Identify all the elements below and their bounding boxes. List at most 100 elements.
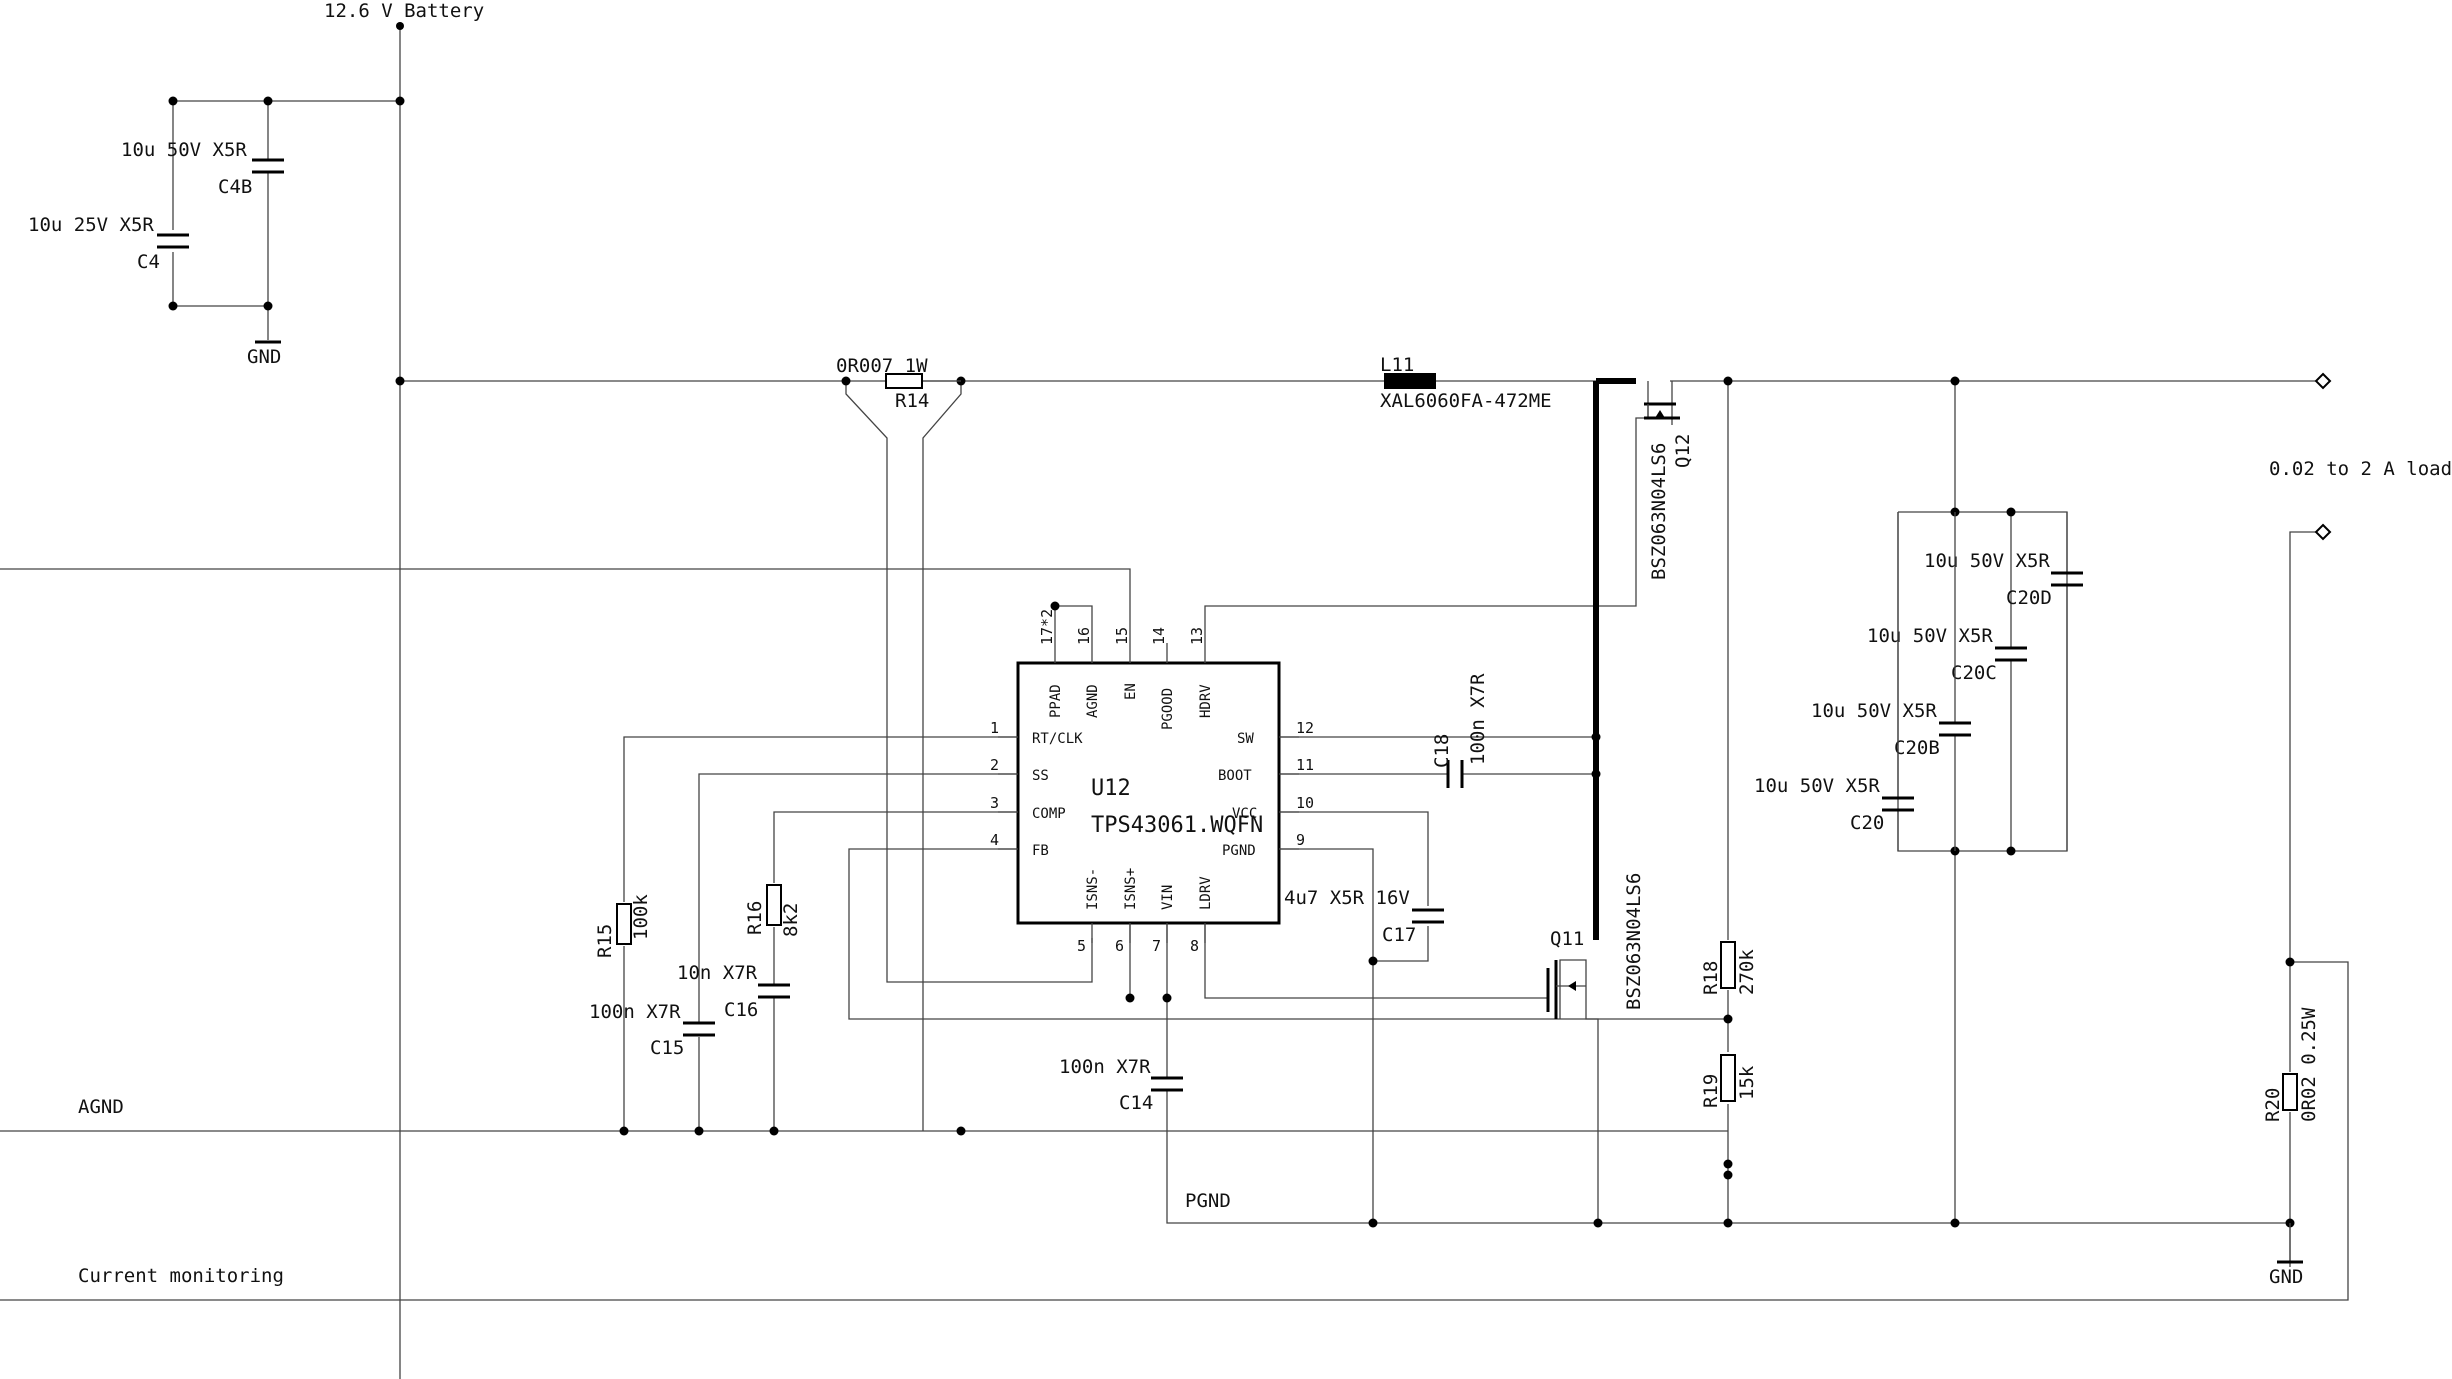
output-terminal-top xyxy=(2314,372,2332,390)
svg-text:C14: C14 xyxy=(1119,1092,1153,1114)
svg-text:C20C: C20C xyxy=(1951,662,1997,684)
svg-text:XAL6060FA-472ME: XAL6060FA-472ME xyxy=(1380,390,1552,412)
svg-text:C20: C20 xyxy=(1850,812,1884,834)
ic-part: TPS43061.WQFN xyxy=(1091,813,1263,838)
capacitor-c17: 4u7 X5R 16V C17 xyxy=(1284,887,1444,946)
resistor-r15: R15 100k xyxy=(594,894,652,958)
svg-text:R19: R19 xyxy=(1700,1074,1722,1108)
svg-text:8: 8 xyxy=(1190,937,1199,955)
svg-text:COMP: COMP xyxy=(1032,806,1066,822)
svg-text:C4: C4 xyxy=(137,251,160,273)
svg-text:Q12: Q12 xyxy=(1672,434,1694,468)
capacitor-c4: 10u 25V X5R C4 xyxy=(28,214,189,273)
svg-text:C20D: C20D xyxy=(2006,587,2052,609)
svg-text:10n X7R: 10n X7R xyxy=(677,962,758,984)
resistor-r19: R19 15k xyxy=(1700,1054,1758,1108)
svg-text:SW: SW xyxy=(1237,731,1254,747)
svg-text:PPAD: PPAD xyxy=(1048,684,1064,718)
svg-text:ISNS+: ISNS+ xyxy=(1123,868,1139,910)
output-terminal-bottom xyxy=(2314,523,2332,541)
mosfet-q12: BSZ063N04LS6 Q12 xyxy=(1644,402,1694,580)
junction-dots xyxy=(168,96,2295,1228)
svg-text:VCC: VCC xyxy=(1232,806,1257,822)
svg-text:10: 10 xyxy=(1296,794,1314,812)
capacitor-c16: 10n X7R C16 xyxy=(677,962,790,1021)
svg-text:0R02 0.25W: 0R02 0.25W xyxy=(2298,1007,2320,1122)
svg-text:R20: R20 xyxy=(2262,1088,2284,1122)
svg-text:R14: R14 xyxy=(895,390,929,412)
svg-text:3: 3 xyxy=(990,794,999,812)
svg-text:RT/CLK: RT/CLK xyxy=(1032,731,1083,747)
svg-text:AGND: AGND xyxy=(1085,684,1101,718)
svg-text:HDRV: HDRV xyxy=(1198,684,1214,718)
svg-text:BSZ063N04LS6: BSZ063N04LS6 xyxy=(1623,873,1645,1010)
capacitor-c20: 10u 50V X5R C20 xyxy=(1754,512,1914,851)
svg-text:1: 1 xyxy=(990,719,999,737)
svg-text:R16: R16 xyxy=(744,901,766,935)
svg-text:14: 14 xyxy=(1150,627,1168,645)
pgnd-label: PGND xyxy=(1185,1190,1231,1212)
svg-text:C4B: C4B xyxy=(218,176,252,198)
gnd-left-label: GND xyxy=(247,346,281,368)
svg-text:12: 12 xyxy=(1296,719,1314,737)
svg-text:PGND: PGND xyxy=(1222,843,1256,859)
svg-text:270k: 270k xyxy=(1736,949,1758,995)
svg-text:16: 16 xyxy=(1075,627,1093,645)
capacitor-c4b: 10u 50V X5R C4B xyxy=(121,139,284,198)
gnd-right-label: GND xyxy=(2269,1266,2303,1288)
gnd-symbol-left: GND xyxy=(247,340,281,368)
svg-text:C17: C17 xyxy=(1382,924,1416,946)
svg-text:10u 50V X5R: 10u 50V X5R xyxy=(1811,700,1937,722)
svg-text:4u7 X5R 16V: 4u7 X5R 16V xyxy=(1284,887,1410,909)
svg-text:10u 25V X5R: 10u 25V X5R xyxy=(28,214,154,236)
capacitor-c20c: 10u 50V X5R C20C xyxy=(1867,625,2027,684)
svg-text:5: 5 xyxy=(1077,937,1086,955)
svg-text:EN: EN xyxy=(1123,683,1139,700)
svg-text:C16: C16 xyxy=(724,999,758,1021)
svg-text:BSZ063N04LS6: BSZ063N04LS6 xyxy=(1648,443,1670,580)
svg-text:17*2: 17*2 xyxy=(1038,609,1056,645)
svg-text:0R007 1W: 0R007 1W xyxy=(836,355,928,377)
svg-text:11: 11 xyxy=(1296,756,1314,774)
svg-text:10u 50V X5R: 10u 50V X5R xyxy=(1754,775,1880,797)
gnd-symbol-right: GND xyxy=(2269,1223,2303,1288)
svg-text:15: 15 xyxy=(1113,627,1131,645)
svg-text:100n X7R: 100n X7R xyxy=(589,1001,681,1023)
svg-text:SS: SS xyxy=(1032,768,1049,784)
svg-text:LDRV: LDRV xyxy=(1198,876,1214,910)
svg-text:L11: L11 xyxy=(1380,354,1414,376)
svg-text:100n X7R: 100n X7R xyxy=(1059,1056,1151,1078)
svg-text:C20B: C20B xyxy=(1894,737,1940,759)
capacitor-c15: 100n X7R C15 xyxy=(589,1001,715,1059)
svg-text:C15: C15 xyxy=(650,1037,684,1059)
svg-text:FB: FB xyxy=(1032,843,1049,859)
ic-name: U12 xyxy=(1091,776,1131,801)
svg-text:VIN: VIN xyxy=(1160,885,1176,910)
current-monitoring-label: Current monitoring xyxy=(78,1265,284,1287)
svg-text:R18: R18 xyxy=(1700,961,1722,995)
battery-label: 12.6 V Battery xyxy=(324,0,484,22)
svg-text:15k: 15k xyxy=(1736,1065,1758,1100)
battery-net-label: 12.6 V Battery xyxy=(324,0,484,30)
resistor-r18: R18 270k xyxy=(1700,941,1758,995)
svg-text:13: 13 xyxy=(1188,627,1206,645)
mosfet-q11: Q11 BSZ063N04LS6 xyxy=(1546,873,1645,1019)
svg-text:4: 4 xyxy=(990,831,999,849)
svg-text:R15: R15 xyxy=(594,924,616,958)
svg-text:2: 2 xyxy=(990,756,999,774)
resistor-r16: R16 8k2 xyxy=(744,884,802,937)
svg-text:10u 50V X5R: 10u 50V X5R xyxy=(1867,625,1993,647)
svg-text:ISNS-: ISNS- xyxy=(1085,868,1101,910)
svg-text:7: 7 xyxy=(1152,937,1161,955)
svg-text:BOOT: BOOT xyxy=(1218,768,1252,784)
inductor-l11: L11 XAL6060FA-472ME xyxy=(1380,354,1552,412)
capacitor-c14: 100n X7R C14 xyxy=(1059,1056,1183,1114)
capacitor-c20b: 10u 50V X5R C20B xyxy=(1811,512,1971,851)
resistor-r20: R20 0R02 0.25W xyxy=(2262,1007,2320,1122)
svg-text:10u 50V X5R: 10u 50V X5R xyxy=(1924,550,2050,572)
svg-text:8k2: 8k2 xyxy=(780,903,802,937)
svg-text:6: 6 xyxy=(1115,937,1124,955)
resistor-r14: 0R007 1W R14 xyxy=(836,355,961,412)
svg-text:100n X7R: 100n X7R xyxy=(1467,673,1489,765)
